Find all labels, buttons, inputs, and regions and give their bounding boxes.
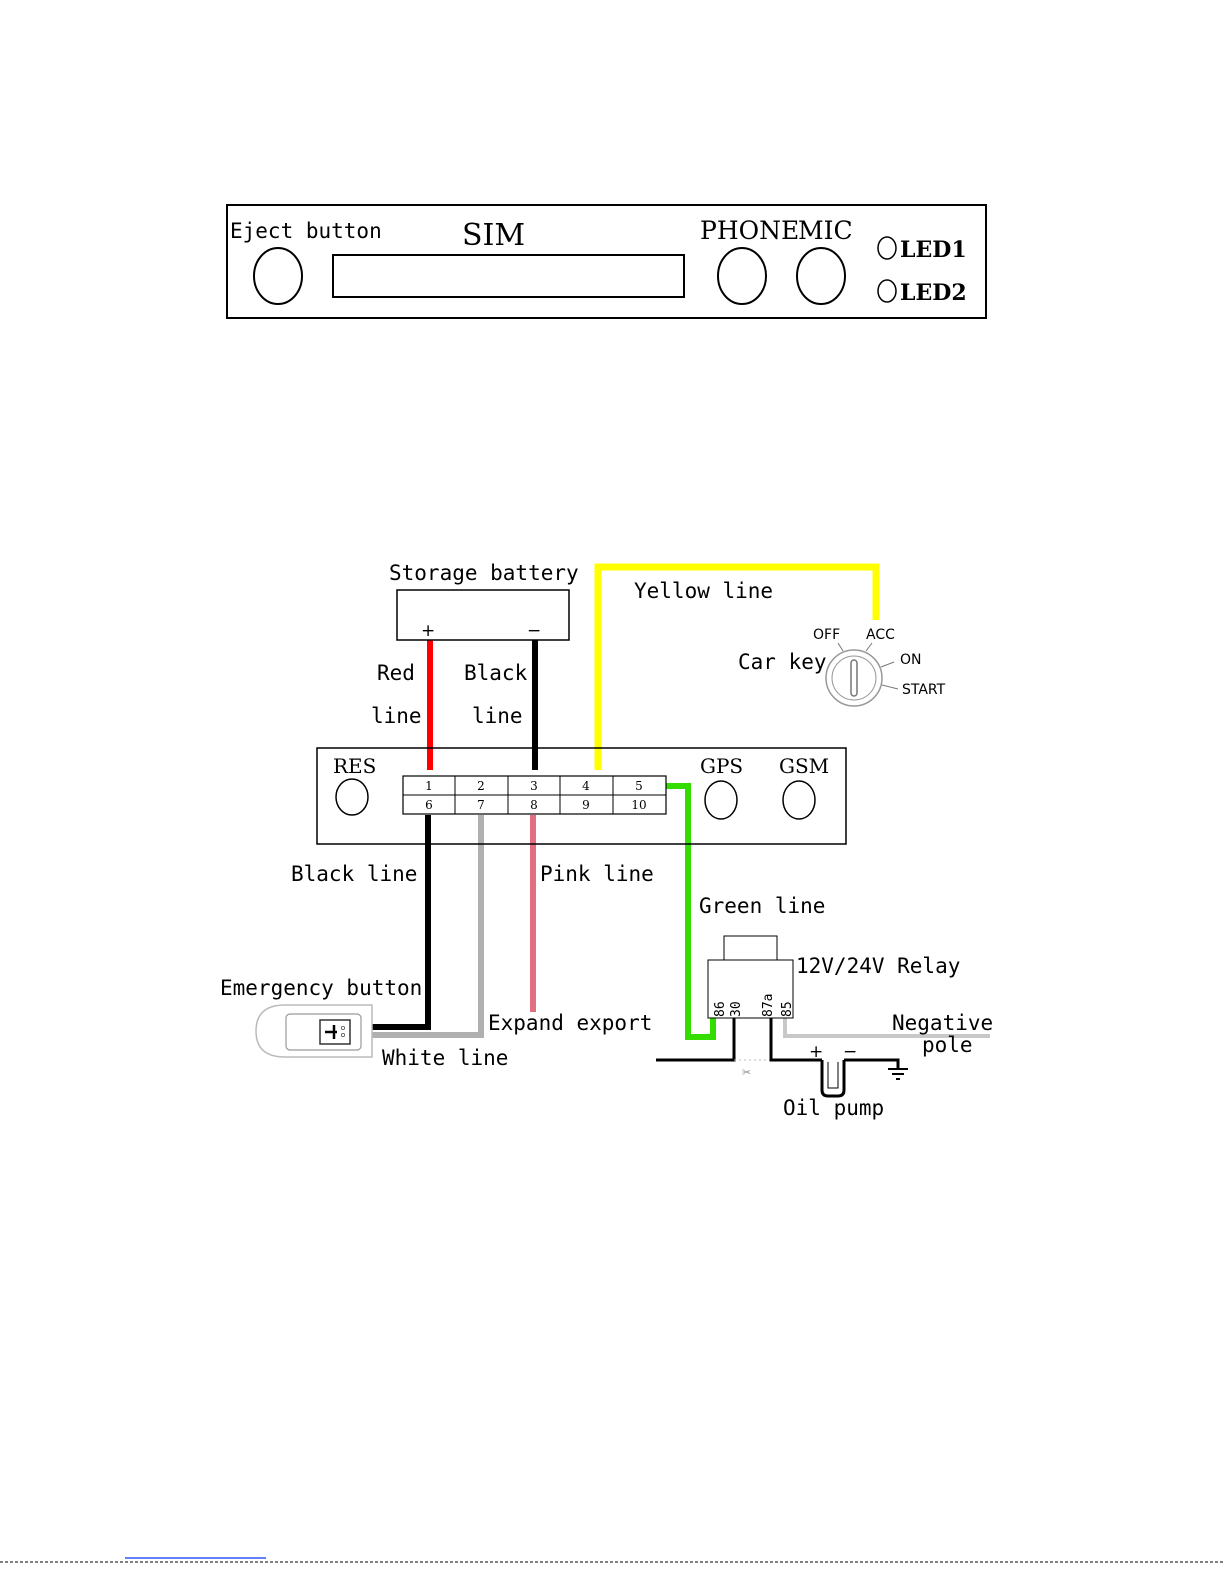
green-line-label: Green line	[699, 894, 825, 918]
red-line-label-1: Red	[377, 661, 415, 685]
oil-pump-inner	[828, 1062, 838, 1088]
relay-pin-30: 30	[729, 1001, 744, 1017]
pin-8: 8	[530, 798, 538, 812]
red-line-label-2: line	[371, 704, 422, 728]
pin-5: 5	[635, 779, 643, 793]
storage-battery-label: Storage battery	[389, 561, 579, 585]
pin-7: 7	[477, 798, 485, 812]
mic-label: MIC	[798, 216, 853, 245]
key-off-label: OFF	[813, 627, 840, 643]
ground-icon	[888, 1069, 908, 1079]
gsm-antenna-port[interactable]	[783, 781, 815, 819]
white-line-label: White line	[382, 1046, 508, 1070]
pink-line-label: Pink line	[540, 862, 654, 886]
pump-plus: +	[809, 1042, 823, 1062]
sim-slot[interactable]	[333, 255, 684, 297]
start-tick	[882, 685, 898, 689]
car-key-label: Car key	[738, 650, 827, 674]
on-tick	[881, 662, 894, 667]
pin-4: 4	[582, 779, 590, 793]
connector-block: 1 2 3 4 5 6 7 8 9 10	[403, 776, 666, 814]
negative-pole-label-1: Negative	[892, 1011, 993, 1035]
pin-10: 10	[631, 798, 646, 812]
pin-9: 9	[582, 798, 590, 812]
expand-export-label: Expand export	[488, 1011, 652, 1035]
pin-6: 6	[425, 798, 433, 812]
pump-minus: −	[843, 1042, 857, 1062]
res-label: RES	[333, 754, 376, 778]
relay-pin-86: 86	[713, 1001, 728, 1017]
key-slot-icon	[851, 660, 857, 696]
res-button[interactable]	[336, 779, 368, 815]
black-line-bottom-label: Black line	[291, 862, 417, 886]
acc-tick	[866, 643, 872, 651]
key-start-label: START	[902, 682, 946, 698]
gps-label: GPS	[700, 754, 743, 778]
relay-pin-85: 85	[780, 1001, 795, 1017]
off-tick	[838, 643, 843, 651]
pin-2: 2	[477, 779, 485, 793]
oil-pump-symbol	[822, 1060, 844, 1096]
phone-jack[interactable]	[718, 248, 766, 304]
mic-jack[interactable]	[797, 248, 845, 304]
pin-1: 1	[425, 779, 433, 793]
pin-3: 3	[530, 779, 538, 793]
emergency-button-label: Emergency button	[220, 976, 422, 1000]
led1-indicator	[878, 237, 896, 259]
eject-button-label: Eject button	[230, 219, 382, 243]
relay-label: 12V/24V Relay	[796, 954, 960, 978]
car-key: Car key OFF ACC ON START	[738, 627, 946, 706]
negative-pole-label-2: pole	[922, 1033, 973, 1057]
scissors-icon: ✂	[742, 1066, 751, 1079]
relay-pin-87a: 87a	[761, 994, 776, 1017]
oil-pump-label: Oil pump	[783, 1096, 884, 1120]
eject-button[interactable]	[254, 248, 302, 304]
relay-cap	[724, 936, 777, 960]
gsm-label: GSM	[779, 754, 829, 778]
sim-label: SIM	[462, 218, 525, 253]
phone-label: PHONE	[700, 216, 799, 245]
yellow-line-label: Yellow line	[634, 579, 773, 603]
key-on-label: ON	[900, 652, 922, 668]
storage-battery: Storage battery + −	[389, 561, 579, 641]
device-panel: RES GPS GSM 1 2 3 4 5 6 7 8 9 10	[317, 748, 846, 844]
key-acc-label: ACC	[866, 627, 895, 643]
black-line-top-label-1: Black	[464, 661, 528, 685]
led1-label: LED1	[900, 237, 967, 263]
led2-label: LED2	[900, 280, 967, 306]
led2-indicator	[878, 280, 896, 302]
emergency-button: Emergency button	[220, 976, 422, 1057]
front-panel: Eject button SIM PHONE MIC LED1 LED2	[227, 205, 986, 318]
black-line-top-label-2: line	[472, 704, 523, 728]
gps-antenna-port[interactable]	[705, 781, 737, 819]
battery-minus: −	[527, 621, 541, 641]
battery-plus: +	[421, 621, 435, 641]
